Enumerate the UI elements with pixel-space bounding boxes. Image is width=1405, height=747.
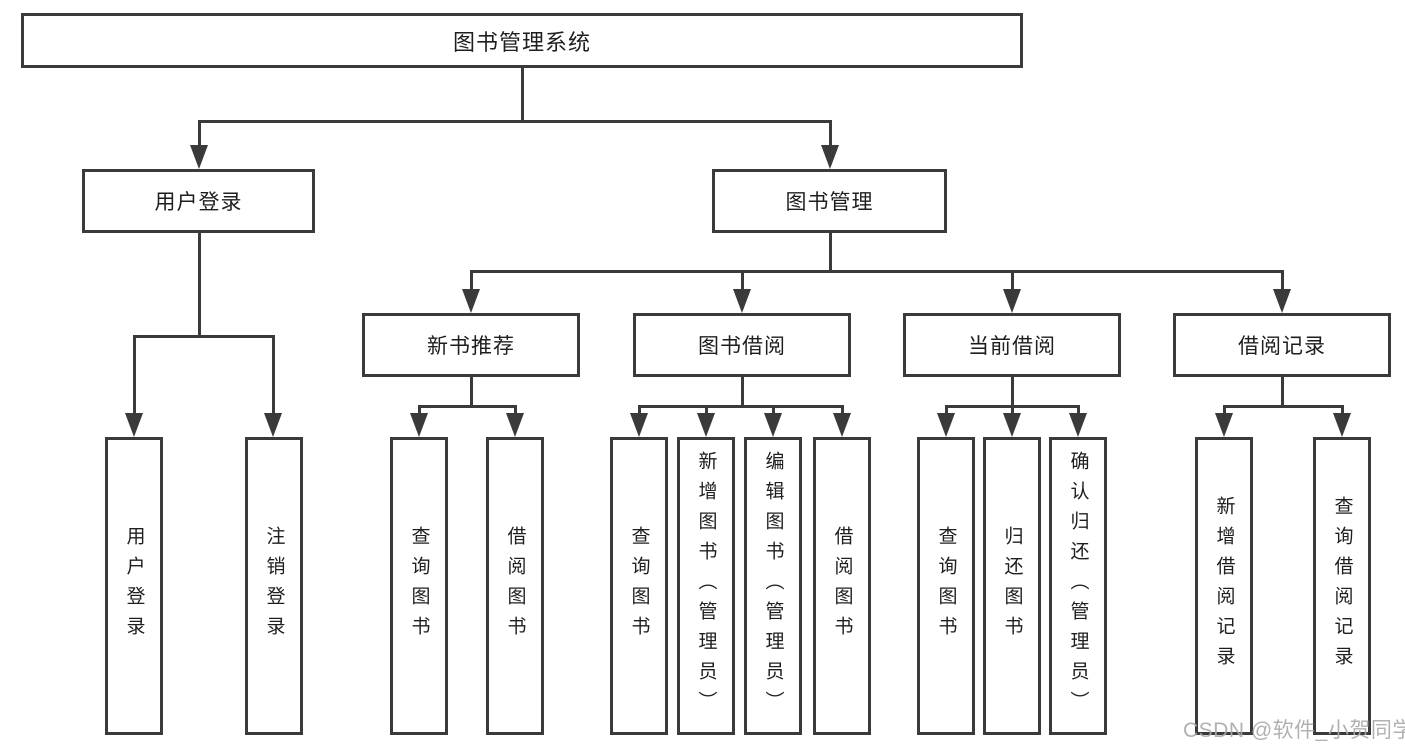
leaf-edit-book-admin: 编辑图书（管理员） [744,437,802,735]
arrowhead-user-login [190,145,208,169]
connector-borrow-records-stem [1281,377,1284,407]
connector-new-book-recommend-shaft [470,270,473,292]
leaf-add-borrow-record: 新增借阅记录 [1195,437,1253,735]
connector-leaf-logout-shaft [272,335,275,417]
leaf-label: 借阅图书 [831,526,853,646]
connector-root-stem [521,68,524,123]
arrowhead-leaf-add-borrow-record [1215,413,1233,437]
connector-current-borrow-stem [1011,377,1014,407]
connector-user-login-stem [198,233,201,337]
leaf-borrow-book-recommend: 借阅图书 [486,437,544,735]
connector-leaf-shaft [705,405,708,416]
connector-leaf-shaft [638,405,641,416]
leaf-label: 查询借阅记录 [1331,496,1353,676]
leaf-label: 确认归还（管理员） [1067,451,1089,721]
arrowhead-leaf-borrow-book [833,413,851,437]
connector-book-management-shaft [829,120,832,148]
connector-level2-bar [198,120,832,123]
leaf-return-book: 归还图书 [983,437,1041,735]
node-user-login: 用户登录 [82,169,315,233]
arrowhead-leaf-query-book-recommend [410,413,428,437]
connector-leaf-user-login-shaft [133,335,136,417]
connector-leaf-shaft [772,405,775,416]
connector-user-login-bar [133,335,275,338]
connector-leaf-shaft [1223,405,1226,416]
connector-leaf-shaft [1011,405,1014,416]
leaf-label: 用户登录 [123,526,145,646]
arrowhead-leaf-query-book-borrow [630,413,648,437]
arrowhead-leaf-edit-book [764,413,782,437]
connector-new-book-recommend-stem [470,377,473,407]
leaf-query-book-current: 查询图书 [917,437,975,735]
arrowhead-book-management [821,145,839,169]
arrowhead-leaf-confirm-return [1069,413,1087,437]
leaf-logout: 注销登录 [245,437,303,735]
leaf-label: 查询图书 [408,526,430,646]
arrowhead-current-borrow [1003,289,1021,313]
node-root: 图书管理系统 [21,13,1023,68]
leaf-borrow-book: 借阅图书 [813,437,871,735]
watermark: CSDN @软件_小贺同学 [1183,719,1405,742]
connector-borrow-records-shaft [1281,270,1284,292]
connector-leaf-shaft [1341,405,1344,416]
leaf-user-login: 用户登录 [105,437,163,735]
leaf-label: 新增借阅记录 [1213,496,1235,676]
arrowhead-leaf-user-login [125,413,143,437]
node-book-management: 图书管理 [712,169,947,233]
leaf-query-book-recommend: 查询图书 [390,437,448,735]
leaf-label: 注销登录 [263,526,285,646]
arrowhead-leaf-return-book [1003,413,1021,437]
leaf-add-book-admin: 新增图书（管理员） [677,437,735,735]
arrowhead-leaf-add-book [697,413,715,437]
arrowhead-new-book-recommend [462,289,480,313]
connector-borrow-records-bar [1223,405,1344,408]
connector-level3-bar [470,270,1284,273]
leaf-label: 新增图书（管理员） [695,451,717,721]
arrowhead-leaf-query-borrow-record [1333,413,1351,437]
leaf-query-borrow-record: 查询借阅记录 [1313,437,1371,735]
leaf-label: 查询图书 [628,526,650,646]
connector-leaf-shaft [945,405,948,416]
arrowhead-leaf-logout [264,413,282,437]
leaf-label: 归还图书 [1001,526,1023,646]
connector-leaf-shaft [514,405,517,416]
arrowhead-borrow-records [1273,289,1291,313]
connector-current-borrow-shaft [1011,270,1014,292]
connector-leaf-shaft [418,405,421,416]
node-current-borrow: 当前借阅 [903,313,1121,377]
arrowhead-leaf-query-book-current [937,413,955,437]
arrowhead-book-borrow [733,289,751,313]
connector-leaf-shaft [841,405,844,416]
connector-leaf-shaft [1077,405,1080,416]
leaf-label: 编辑图书（管理员） [762,451,784,721]
node-borrow-records: 借阅记录 [1173,313,1391,377]
node-new-book-recommend: 新书推荐 [362,313,580,377]
node-book-borrow: 图书借阅 [633,313,851,377]
connector-user-login-shaft [198,120,201,148]
connector-book-management-stem [829,233,832,272]
connector-book-borrow-shaft [741,270,744,292]
leaf-label: 借阅图书 [504,526,526,646]
connector-new-book-recommend-bar [418,405,517,408]
leaf-label: 查询图书 [935,526,957,646]
arrowhead-leaf-borrow-book-recommend [506,413,524,437]
connector-book-borrow-stem [741,377,744,407]
connector-book-borrow-bar [638,405,844,408]
leaf-confirm-return-admin: 确认归还（管理员） [1049,437,1107,735]
leaf-query-book-borrow: 查询图书 [610,437,668,735]
